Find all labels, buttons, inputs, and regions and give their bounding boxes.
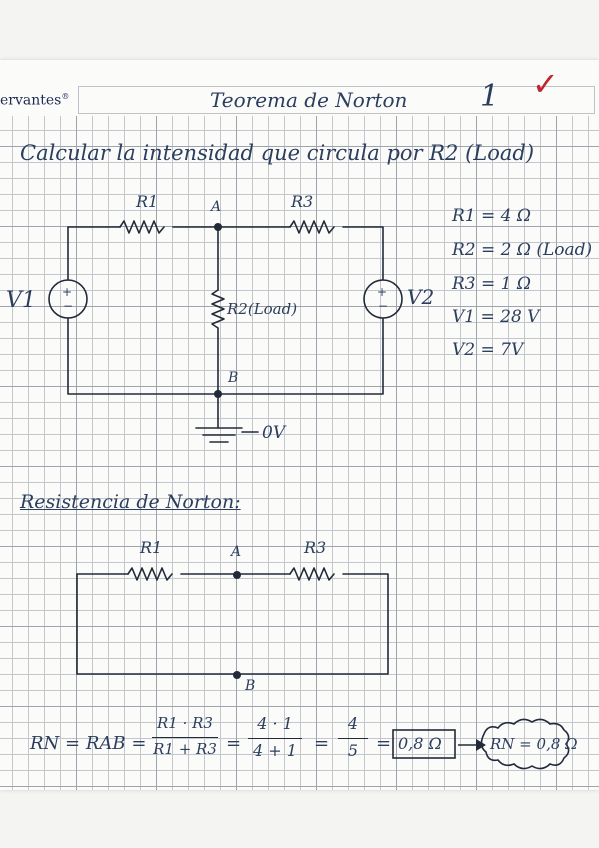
formula-lhs: RN = RAB = [30,733,147,754]
norton-node-a-label: A [231,544,242,560]
resistor-r3-symbol [289,220,335,234]
v1-plus: + [62,285,73,299]
value-v2: V2 = 7V [452,340,524,360]
r2-load-label: R2(Load) [227,300,298,318]
grid-paper [0,60,599,790]
value-r3: R3 = 1 Ω [452,274,531,294]
norton-resistor-r3-symbol [289,567,335,581]
norton-wire-right [76,573,389,675]
check-mark-icon: ✓ [532,65,559,103]
fraction-1-bar [152,737,218,738]
node-b-label: B [228,370,239,386]
fraction-1-denominator: R1 + R3 [153,740,217,758]
fraction-2-numerator: 4 · 1 [257,714,293,733]
resistor-r1-symbol [119,220,165,234]
node-b-dot [214,390,222,398]
fraction-3-denominator: 5 [347,741,359,760]
brand-registered-mark: ® [61,92,70,101]
page-number: 1 [480,79,500,114]
problem-statement: Calcular la intensidad que circula por R… [20,141,535,165]
brand-logo: ervantes® [0,92,69,109]
equals-2: = [314,733,330,754]
resistor-r2-symbol [211,289,225,329]
r1-label: R1 [136,192,159,211]
norton-resistor-r1-symbol [127,567,173,581]
v1-label: V1 [6,288,36,313]
node-a-label: A [211,199,222,215]
fraction-3-numerator: 4 [347,714,359,733]
norton-node-a-dot [233,571,241,579]
value-r1: R1 = 4 Ω [452,206,531,226]
boxed-result: 0,8 Ω [398,734,442,753]
fraction-3: 4 5 [338,716,368,759]
value-v1: V1 = 28 V [452,307,540,327]
v2-minus: − [378,299,389,313]
result-box [392,729,456,759]
fraction-1: R1 · R3 R1 + R3 [152,716,218,757]
fraction-3-bar [338,738,368,739]
page-title: Teorema de Norton [210,88,408,112]
final-result: RN = 0,8 Ω [490,735,578,753]
fraction-2-bar [248,738,302,739]
source-v2-circle [363,279,403,319]
norton-r3-label: R3 [304,538,327,557]
norton-node-b-label: B [245,678,256,694]
v1-minus: − [63,299,74,313]
v2-plus: + [377,285,388,299]
ground-label: 0V [262,423,286,443]
result-cloud [480,718,570,770]
value-r2: R2 = 2 Ω (Load) [452,240,593,260]
source-v1-circle [48,279,88,319]
r3-label: R3 [291,192,314,211]
equals-3: = [376,733,392,754]
equals-1: = [226,733,242,754]
header-title-field [78,86,595,114]
norton-heading: Resistencia de Norton: [20,491,241,513]
fraction-2: 4 · 1 4 + 1 [248,716,302,759]
arrow-head [476,739,486,751]
norton-r1-label: R1 [140,538,163,557]
norton-node-b-dot [233,671,241,679]
v2-label: V2 [407,285,435,309]
wire-top-right [342,226,384,281]
wire-v1-lower [67,317,384,395]
fraction-1-numerator: R1 · R3 [157,714,213,732]
node-a-dot [214,223,222,231]
ground-symbol [195,427,243,443]
brand-text: ervantes [0,92,62,109]
fraction-2-denominator: 4 + 1 [253,741,297,760]
